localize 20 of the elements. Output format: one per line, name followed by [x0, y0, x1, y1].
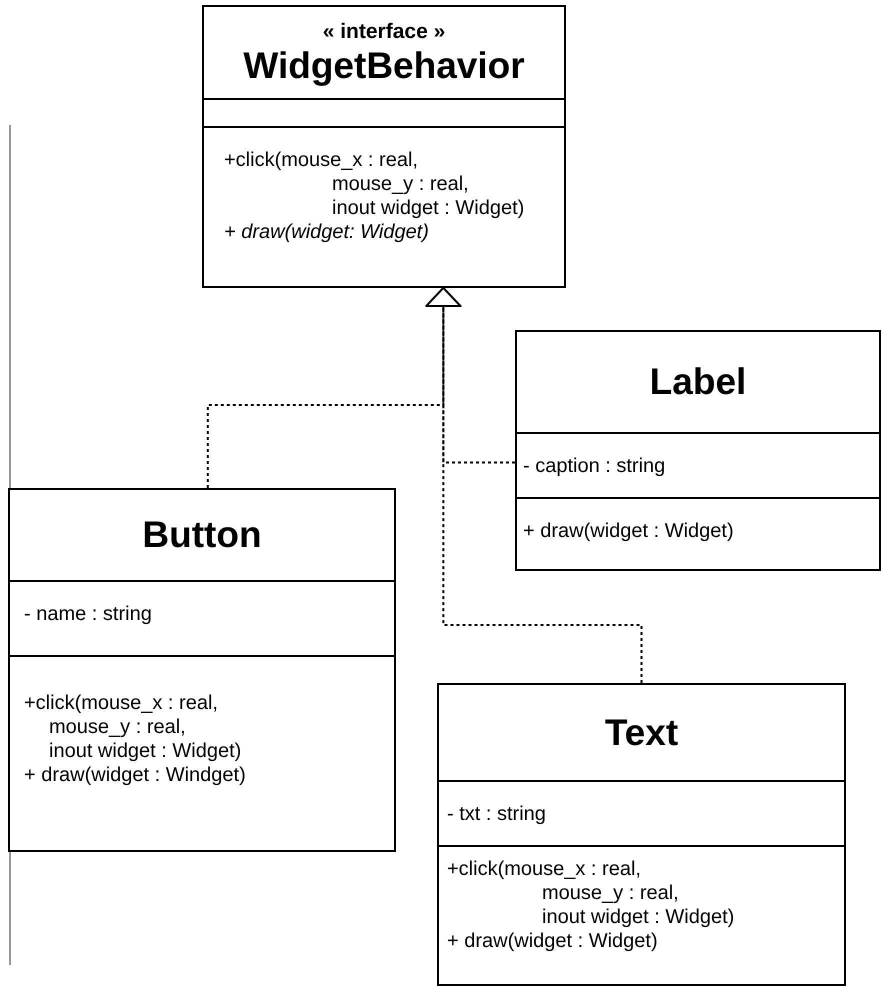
- class-box: [8, 488, 396, 852]
- method-text: +click(mouse_x : real, mouse_y : real, inout widget : Widget): [224, 148, 524, 220]
- attribute-text: - caption : string: [523, 454, 666, 478]
- class-name: Button: [142, 514, 262, 556]
- class-name: Label: [650, 361, 746, 403]
- stereotype-label: « interface »: [322, 18, 446, 44]
- attribute-text: - txt : string: [447, 802, 546, 826]
- class-box: [202, 5, 566, 288]
- method-text: + draw(widget : Widget): [447, 929, 658, 953]
- class-box: [515, 330, 881, 571]
- class-name: WidgetBehavior: [243, 44, 525, 86]
- method-text: + draw(widget : Windget): [24, 763, 246, 787]
- class-box: [437, 683, 846, 986]
- method-text: +click(mouse_x : real, mouse_y : real, inout widget : Widget): [447, 857, 734, 929]
- attribute-text: - name : string: [24, 602, 152, 626]
- method-text: +click(mouse_x : real, mouse_y : real, inout widget : Widget): [24, 691, 242, 763]
- realization-arrow: [425, 287, 642, 683]
- class-name: Text: [604, 712, 678, 754]
- method-text: + draw(widget : Widget): [523, 519, 734, 543]
- method-text: + draw(widget: Widget): [224, 220, 429, 244]
